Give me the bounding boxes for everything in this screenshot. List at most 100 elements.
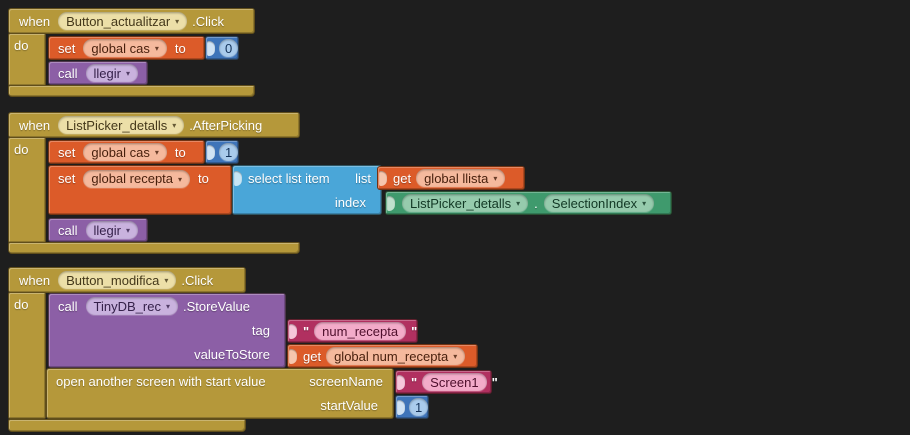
number-block[interactable]: 1 xyxy=(205,140,239,164)
startvalue-socket-label: startValue xyxy=(320,398,378,414)
list-socket-label: list xyxy=(355,170,371,186)
text-string-block[interactable]: " num_recepta " xyxy=(287,319,418,343)
number-block[interactable]: 1 xyxy=(395,395,429,419)
procedure-dropdown-label: llegir xyxy=(93,222,121,238)
component-dropdown-label: ListPicker_detalls xyxy=(410,195,512,211)
do-label: do xyxy=(14,38,29,53)
procedure-dropdown-label: llegir xyxy=(93,65,121,81)
property-dropdown-label: SelectionIndex xyxy=(551,195,638,211)
number-value[interactable]: 0 xyxy=(219,39,239,57)
variable-dropdown-label: global llista xyxy=(424,170,489,186)
plug-connector xyxy=(207,40,215,56)
component-dropdown-label: Button_actualitzar xyxy=(66,13,171,29)
plug-connector xyxy=(379,170,387,186)
when-button-modifica-click-block[interactable]: when Button_modifica ▾ .Click xyxy=(8,267,246,293)
to-label: to xyxy=(174,144,186,160)
procedure-dropdown[interactable]: llegir ▾ xyxy=(85,221,138,239)
to-label: to xyxy=(174,40,186,56)
text-string-value[interactable]: num_recepta xyxy=(314,322,407,340)
select-list-item-block[interactable]: select list item list index xyxy=(232,165,382,215)
variable-dropdown-label: global cas xyxy=(91,144,150,160)
number-block[interactable]: 0 xyxy=(205,36,239,60)
dropdown-arrow-icon: ▾ xyxy=(493,174,498,183)
get-label: get xyxy=(303,348,322,364)
variable-dropdown[interactable]: global recepta ▾ xyxy=(83,169,191,188)
variable-dropdown-label: global recepta xyxy=(91,171,174,186)
screenname-socket-label: screenName xyxy=(309,373,383,389)
component-dropdown[interactable]: ListPicker_detalls ▾ xyxy=(402,194,529,212)
text-string-value[interactable]: Screen1 xyxy=(422,373,487,391)
dropdown-arrow-icon: ▾ xyxy=(164,276,169,285)
text-string-block[interactable]: " Screen1 " xyxy=(395,370,498,394)
component-dropdown-label: Button_modifica xyxy=(66,272,160,288)
set-global-cas-block[interactable]: set global cas ▾ to xyxy=(48,140,205,164)
set-global-recepta-block[interactable]: set global recepta ▾ to xyxy=(48,165,232,215)
valuetostore-socket-label: valueToStore xyxy=(194,347,270,363)
set-global-cas-block[interactable]: set global cas ▾ to xyxy=(48,36,205,60)
variable-dropdown-label: global cas xyxy=(91,40,150,56)
number-value[interactable]: 1 xyxy=(409,398,429,416)
call-llegir-block[interactable]: call llegir ▾ xyxy=(48,218,148,242)
dropdown-arrow-icon: ▾ xyxy=(178,174,183,184)
plug-connector xyxy=(207,144,215,160)
dropdown-arrow-icon: ▾ xyxy=(154,148,159,157)
get-global-llista-block[interactable]: get global llista ▾ xyxy=(377,166,525,190)
get-label: get xyxy=(393,170,412,186)
open-screen-label: open another screen with start value xyxy=(56,373,266,389)
procedure-dropdown[interactable]: llegir ▾ xyxy=(85,64,138,82)
component-dropdown-label: TinyDB_rec xyxy=(93,298,161,314)
component-dropdown[interactable]: ListPicker_detalls ▾ xyxy=(58,116,185,134)
get-global-num-recepta-block[interactable]: get global num_recepta ▾ xyxy=(287,344,478,368)
component-dropdown[interactable]: TinyDB_rec ▾ xyxy=(85,297,178,316)
dropdown-arrow-icon: ▾ xyxy=(172,121,177,130)
event-label: .Click xyxy=(192,13,224,29)
variable-dropdown-label: global num_recepta xyxy=(334,348,449,364)
plug-connector xyxy=(387,195,395,211)
number-value[interactable]: 1 xyxy=(219,143,239,161)
do-slot[interactable]: do xyxy=(8,137,46,243)
open-another-screen-block[interactable]: open another screen with start value scr… xyxy=(46,368,394,419)
event-label: .AfterPicking xyxy=(189,117,263,133)
dropdown-arrow-icon: ▾ xyxy=(516,199,521,208)
component-property-block[interactable]: ListPicker_detalls ▾ . SelectionIndex ▾ xyxy=(385,191,672,215)
open-quote: " xyxy=(303,323,310,339)
when-listpicker-afterpicking-block[interactable]: when ListPicker_detalls ▾ .AfterPicking xyxy=(8,112,300,138)
call-label: call xyxy=(58,298,78,314)
close-quote: " xyxy=(491,374,498,390)
variable-dropdown[interactable]: global num_recepta ▾ xyxy=(326,347,466,365)
do-slot[interactable]: do xyxy=(8,33,46,86)
call-label: call xyxy=(58,222,78,238)
dropdown-arrow-icon: ▾ xyxy=(154,44,159,53)
when-label: when xyxy=(19,117,51,133)
plug-connector xyxy=(397,399,405,415)
call-llegir-block[interactable]: call llegir ▾ xyxy=(48,61,148,85)
component-dropdown[interactable]: Button_actualitzar ▾ xyxy=(58,12,188,30)
property-dropdown[interactable]: SelectionIndex ▾ xyxy=(543,194,655,212)
variable-dropdown[interactable]: global cas ▾ xyxy=(83,143,167,161)
event-label: .Click xyxy=(181,272,214,288)
when-button-actualitzar-click-block[interactable]: when Button_actualitzar ▾ .Click xyxy=(8,8,255,34)
close-quote: " xyxy=(411,323,418,339)
event-block-bottom xyxy=(8,85,255,97)
dropdown-arrow-icon: ▾ xyxy=(453,352,458,361)
tag-socket-label: tag xyxy=(251,322,270,338)
tinydb-storevalue-block[interactable]: call TinyDB_rec ▾ .StoreValue tag valueT… xyxy=(48,293,286,368)
select-list-item-label: select list item xyxy=(248,170,330,186)
set-label: set xyxy=(58,40,76,56)
plug-connector xyxy=(289,348,297,364)
plug-connector xyxy=(289,323,297,339)
component-dropdown[interactable]: Button_modifica ▾ xyxy=(58,271,177,289)
do-label: do xyxy=(14,142,29,157)
when-label: when xyxy=(19,272,51,288)
plug-connector xyxy=(234,170,242,186)
variable-dropdown[interactable]: global llista ▾ xyxy=(416,169,506,187)
variable-dropdown[interactable]: global cas ▾ xyxy=(83,39,167,57)
dropdown-arrow-icon: ▾ xyxy=(125,226,130,235)
property-dot: . xyxy=(534,195,538,211)
dropdown-arrow-icon: ▾ xyxy=(642,199,647,208)
do-slot[interactable]: do xyxy=(8,292,46,419)
method-label: .StoreValue xyxy=(182,298,250,314)
call-label: call xyxy=(58,65,78,81)
dropdown-arrow-icon: ▾ xyxy=(175,17,180,26)
